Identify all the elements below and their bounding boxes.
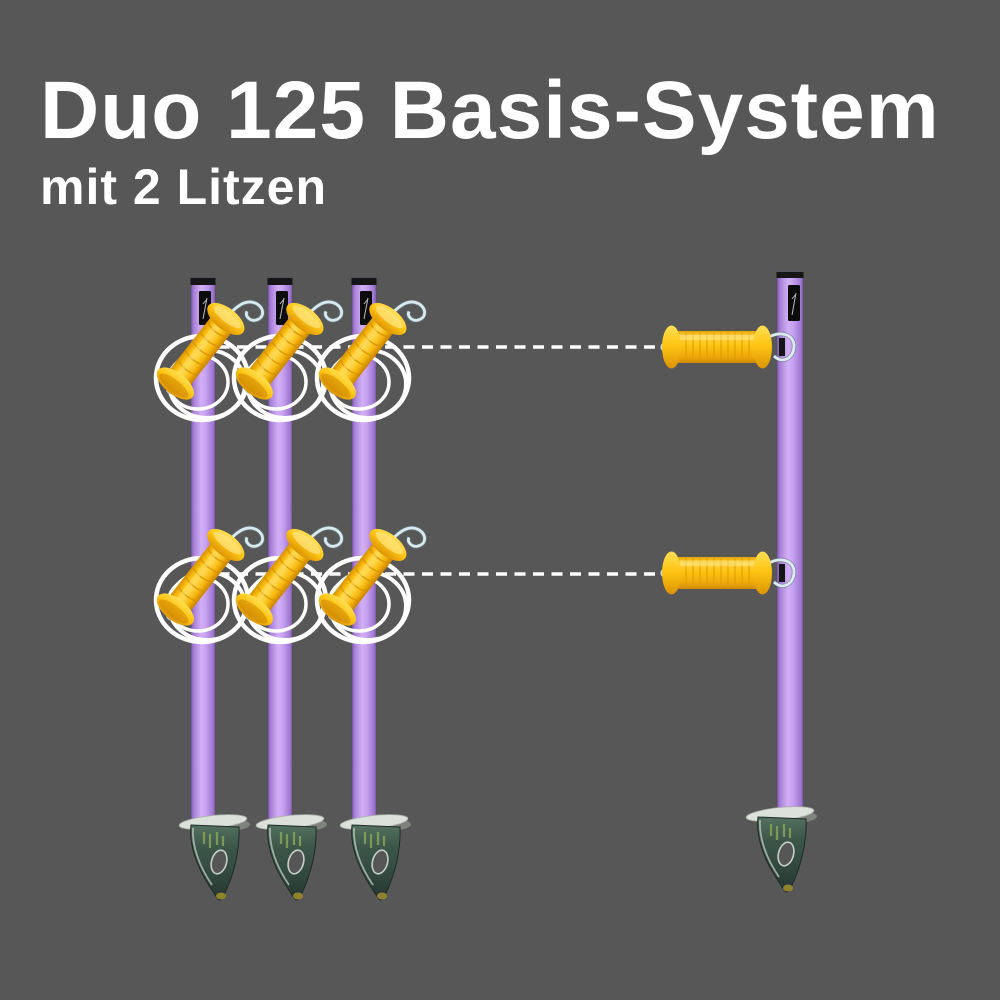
gate-handle-horizontal-bottom xyxy=(662,552,795,595)
ground-spike-2 xyxy=(254,810,329,902)
ground-spike-right xyxy=(744,802,819,894)
ground-spike-1 xyxy=(177,810,252,902)
page-title: Duo 125 Basis-System xyxy=(40,65,940,156)
ground-spike-3 xyxy=(338,810,413,902)
gate-handle-horizontal-top xyxy=(662,326,795,369)
page-subtitle: mit 2 Litzen xyxy=(40,159,328,215)
heading-block: Duo 125 Basis-System mit 2 Litzen xyxy=(40,65,940,215)
